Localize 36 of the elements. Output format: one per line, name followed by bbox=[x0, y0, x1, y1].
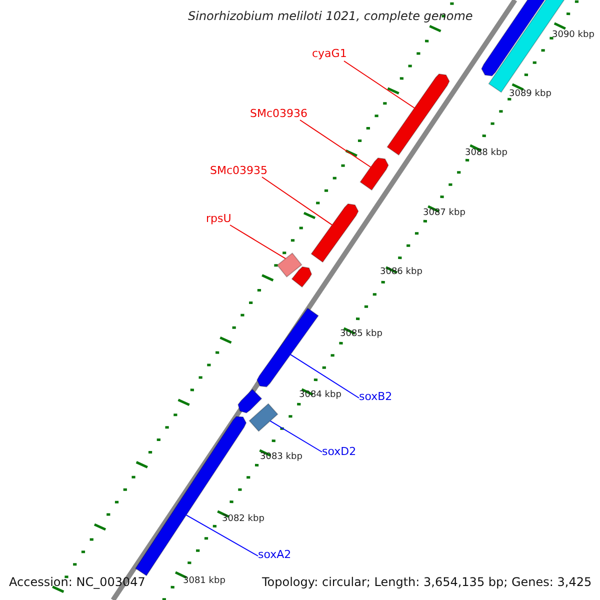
gene-feature bbox=[238, 388, 262, 414]
accession-label: Accession: NC_003047 bbox=[9, 576, 146, 590]
leader-line bbox=[262, 176, 333, 226]
leader-line bbox=[290, 354, 360, 398]
gene-label: soxB2 bbox=[359, 391, 392, 404]
leader-line bbox=[344, 60, 415, 108]
position-label: 3090 kbp bbox=[552, 31, 594, 41]
gene-feature bbox=[134, 416, 247, 576]
position-label: 3084 kbp bbox=[299, 391, 342, 401]
gene-label: SMc03935 bbox=[210, 165, 268, 178]
leader-line bbox=[230, 224, 286, 260]
gene-label: rpsU bbox=[206, 213, 232, 226]
gene-feature bbox=[291, 266, 312, 288]
position-label: 3087 kbp bbox=[423, 209, 466, 219]
gene-feature bbox=[310, 203, 359, 263]
title: Sinorhizobium meliloti 1021, complete genome bbox=[188, 10, 473, 24]
gene-box bbox=[248, 403, 278, 432]
position-label: 3083 kbp bbox=[260, 453, 302, 463]
gene-box bbox=[276, 252, 302, 278]
position-label: 3085 kbp bbox=[340, 330, 382, 340]
gene-feature bbox=[386, 73, 450, 156]
gene-feature bbox=[256, 308, 319, 388]
leader-line bbox=[186, 514, 258, 556]
position-label: 3082 kbp bbox=[222, 515, 264, 525]
gene-feature bbox=[360, 157, 389, 191]
position-label: 3086 kbp bbox=[380, 268, 422, 278]
genome-info: Topology: circular; Length: 3,654,135 bp; Genes: 3,425 bbox=[262, 576, 592, 590]
position-label: 3081 kbp bbox=[183, 577, 226, 587]
position-label: 3088 kbp bbox=[465, 149, 508, 159]
gene-label: soxA2 bbox=[258, 549, 292, 562]
gene-label: soxD2 bbox=[322, 446, 356, 458]
position-label: 3089 kbp bbox=[509, 90, 552, 100]
gene-label: cyaG1 bbox=[312, 48, 347, 60]
leader-line bbox=[300, 120, 372, 168]
leader-line bbox=[270, 420, 322, 452]
gene-label: SMc03936 bbox=[250, 108, 308, 120]
